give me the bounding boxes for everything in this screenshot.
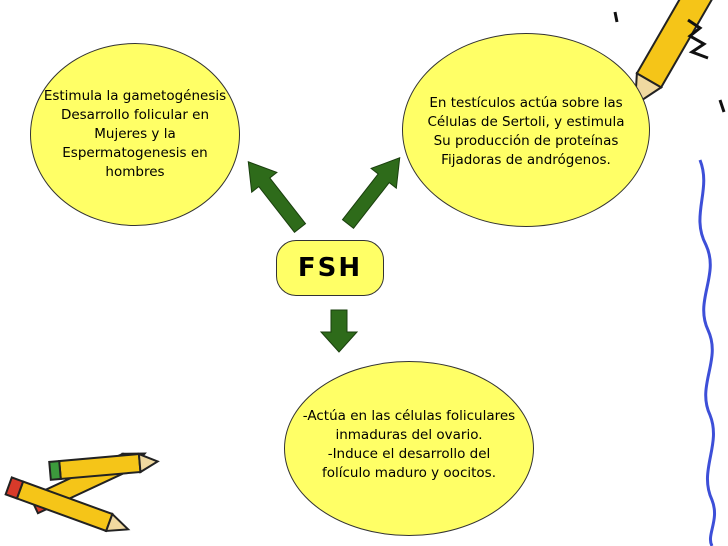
bottom-bubble-line: folículo maduro y oocitos. xyxy=(322,464,496,481)
right-bubble-line: En testículos actúa sobre las xyxy=(429,95,623,111)
arrow-up-right xyxy=(341,157,401,230)
right-bubble-line: Células de Sertoli, y estimula xyxy=(427,114,625,130)
arrow-down xyxy=(319,309,359,353)
left-bubble-line: Espermatogenesis en xyxy=(62,145,208,161)
scribble-line-icon xyxy=(698,159,717,546)
bottom-bubble: -Actúa en las células foliculares inmadu… xyxy=(284,361,534,536)
left-bubble-line: Desarrollo folicular en xyxy=(60,107,210,123)
bottom-bubble-line: -Induce el desarrollo del xyxy=(327,445,491,462)
right-bubble-line: Fijadoras de andrógenos. xyxy=(441,152,611,168)
right-bubble-line: Su producción de proteínas xyxy=(433,133,619,149)
left-bubble: Estimula la gametogénesis Desarrollo fol… xyxy=(30,43,240,226)
bottom-bubble-line: -Actúa en las células foliculares xyxy=(302,407,516,424)
left-bubble-line: Estimula la gametogénesis xyxy=(43,88,227,104)
center-box-fsh: FSH xyxy=(276,240,384,296)
left-bubble-line: Mujeres y la xyxy=(94,126,176,142)
arrow-up-left xyxy=(247,161,307,234)
pencils-bundle-icon xyxy=(4,452,160,533)
right-bubble: En testículos actúa sobre las Células de… xyxy=(402,33,650,227)
bottom-bubble-line: inmaduras del ovario. xyxy=(335,426,483,443)
left-bubble-line: hombres xyxy=(105,164,165,180)
